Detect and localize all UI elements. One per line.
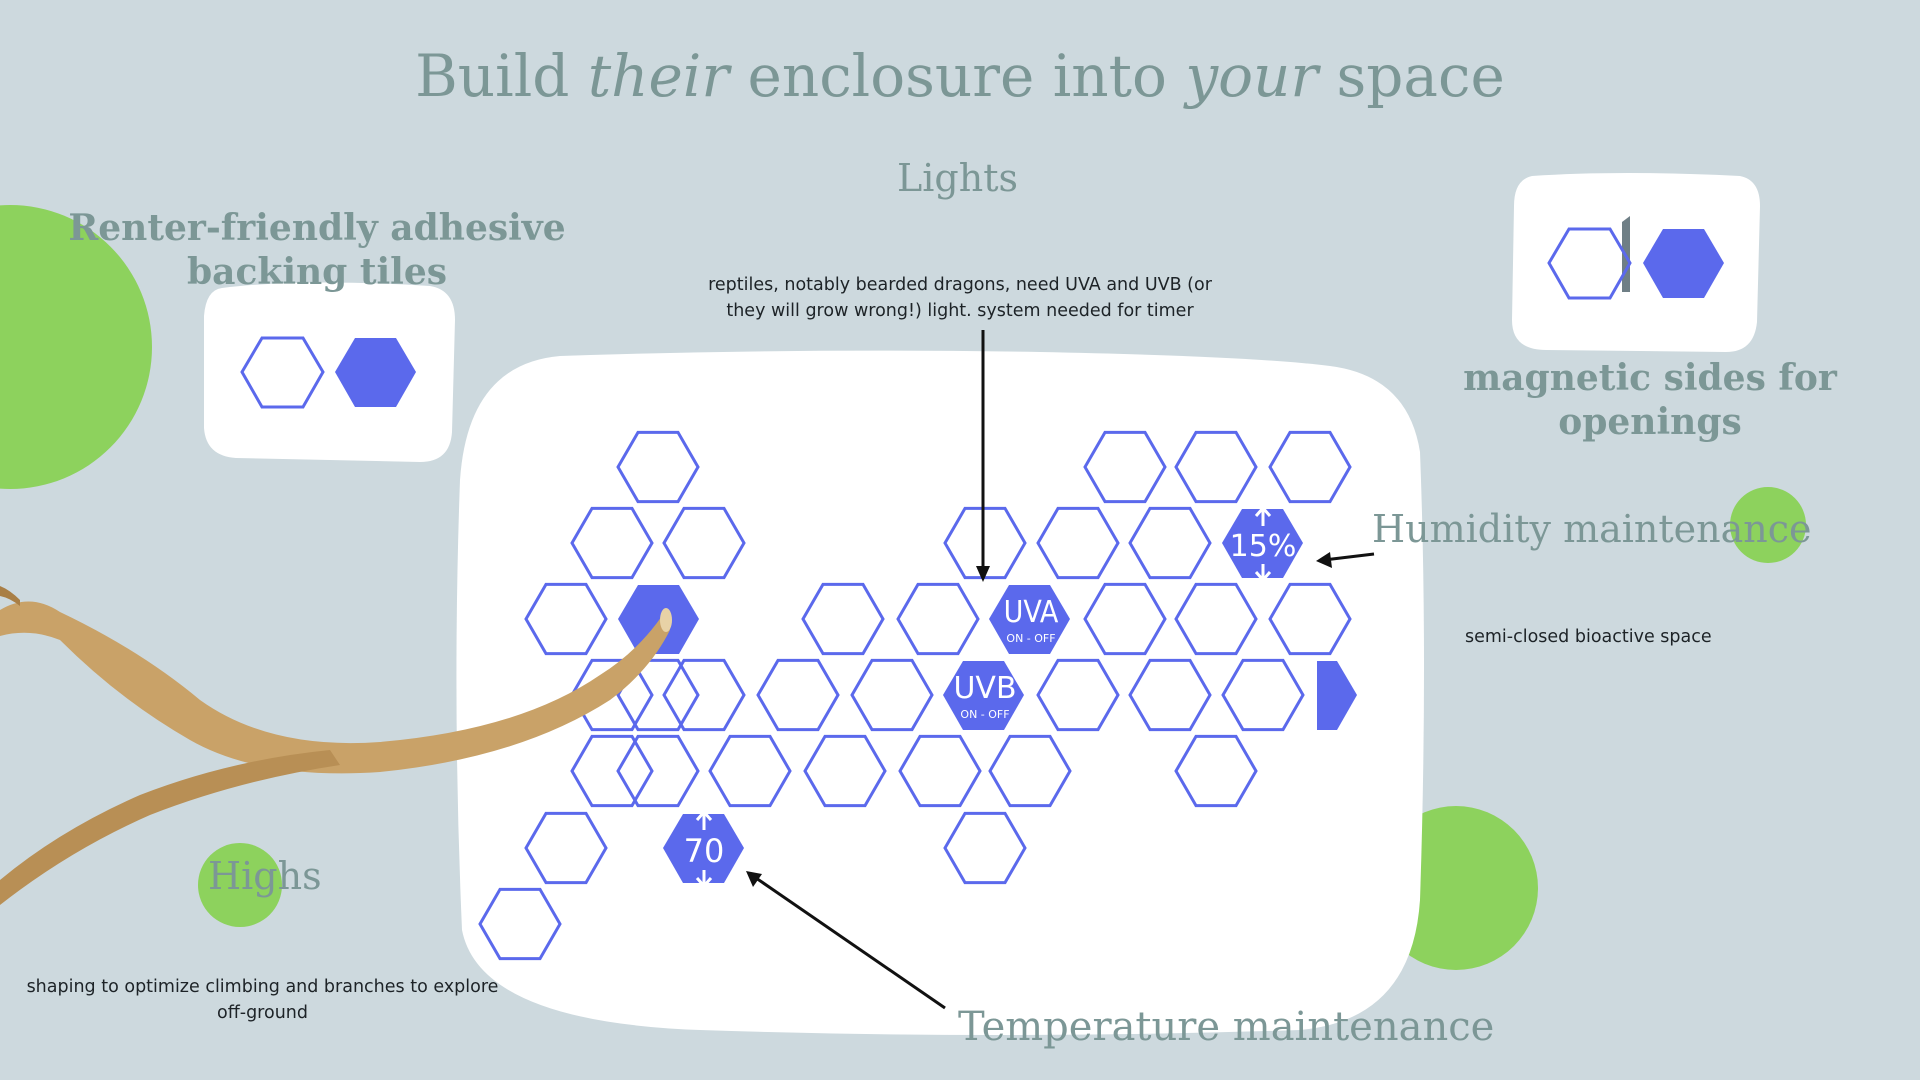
hex-tile bbox=[570, 734, 654, 808]
hex-tile bbox=[662, 506, 746, 580]
hex-tile bbox=[1128, 506, 1212, 580]
lights-description: reptiles, notably bearded dragons, need … bbox=[708, 275, 1212, 321]
hex-tile bbox=[616, 430, 700, 504]
uva-sub: ON - OFF bbox=[1006, 632, 1055, 645]
hex-tile bbox=[478, 887, 562, 961]
renter-heading: Renter-friendly adhesive backing tiles bbox=[68, 207, 566, 293]
hex-tile bbox=[1083, 430, 1167, 504]
magnetic-heading: magnetic sides for openings bbox=[1463, 357, 1837, 443]
hex-tile bbox=[1036, 658, 1120, 732]
hex-tile bbox=[943, 506, 1027, 580]
decor-green-circle-humidity bbox=[1730, 487, 1806, 563]
hex-tile bbox=[898, 734, 982, 808]
humidity-reading: 15% bbox=[1230, 529, 1297, 564]
adhesive-hex-pair bbox=[240, 336, 416, 409]
humidity-description: semi-closed bioactive space bbox=[1465, 627, 1712, 647]
decor-green-circle-highs bbox=[198, 843, 282, 927]
arrow-down-icon bbox=[695, 870, 713, 889]
driftwood-branch bbox=[0, 586, 672, 905]
temperature-heading: Temperature maintenance bbox=[958, 1004, 1495, 1050]
hex-tile bbox=[524, 582, 608, 656]
hex-tile bbox=[943, 811, 1027, 885]
page-title: Build their enclosure into your space bbox=[415, 42, 1505, 110]
temperature-reading: 70 bbox=[684, 832, 725, 870]
magnetic-hex-pair bbox=[1547, 216, 1724, 300]
decor-green-circle-left bbox=[0, 205, 152, 489]
hex-tile bbox=[616, 658, 700, 732]
annotation-arrows bbox=[746, 330, 1375, 1010]
uvb-label: UVB bbox=[953, 671, 1016, 706]
hex-tile bbox=[1174, 734, 1258, 808]
uva-label: UVA bbox=[1004, 595, 1059, 630]
hex-tile bbox=[616, 734, 700, 808]
hex-tile bbox=[1128, 658, 1212, 732]
highs-description: shaping to optimize climbing and branche… bbox=[26, 977, 499, 1023]
hex-tile bbox=[1268, 582, 1352, 656]
hex-tile bbox=[708, 734, 792, 808]
hex-tile bbox=[1268, 430, 1352, 504]
lights-heading: Lights bbox=[897, 156, 1018, 200]
arrow-up-icon bbox=[1254, 505, 1272, 526]
humidity-heading: Humidity maintenance bbox=[1372, 507, 1812, 551]
hex-tile bbox=[756, 658, 840, 732]
uvb-tile[interactable]: UVB ON - OFF bbox=[943, 661, 1024, 730]
hex-tile bbox=[850, 658, 934, 732]
arrow-up-icon bbox=[695, 809, 713, 830]
hex-tile bbox=[662, 658, 746, 732]
magnetic-tile-card bbox=[1512, 173, 1760, 352]
hex-tile bbox=[1221, 658, 1305, 732]
hex-tile bbox=[1036, 506, 1120, 580]
uvb-sub: ON - OFF bbox=[960, 708, 1009, 721]
hex-tile bbox=[1083, 582, 1167, 656]
hex-tile bbox=[801, 582, 885, 656]
hex-tile bbox=[524, 811, 608, 885]
hex-tile bbox=[570, 506, 654, 580]
arrow-down-icon bbox=[1254, 564, 1272, 583]
temperature-tile[interactable]: 70 bbox=[663, 809, 744, 889]
hex-tile bbox=[988, 734, 1072, 808]
hex-tile bbox=[803, 734, 887, 808]
hex-tile bbox=[1174, 582, 1258, 656]
humidity-tile[interactable]: 15% bbox=[1222, 505, 1303, 583]
hex-tile bbox=[1174, 430, 1258, 504]
uva-tile[interactable]: UVA ON - OFF bbox=[989, 585, 1070, 654]
adhesive-tile-card bbox=[204, 282, 455, 462]
highs-heading: Highs bbox=[208, 854, 322, 898]
filled-hex-edge bbox=[1317, 661, 1357, 730]
hex-tile bbox=[896, 582, 980, 656]
filled-hex-left bbox=[618, 585, 699, 654]
